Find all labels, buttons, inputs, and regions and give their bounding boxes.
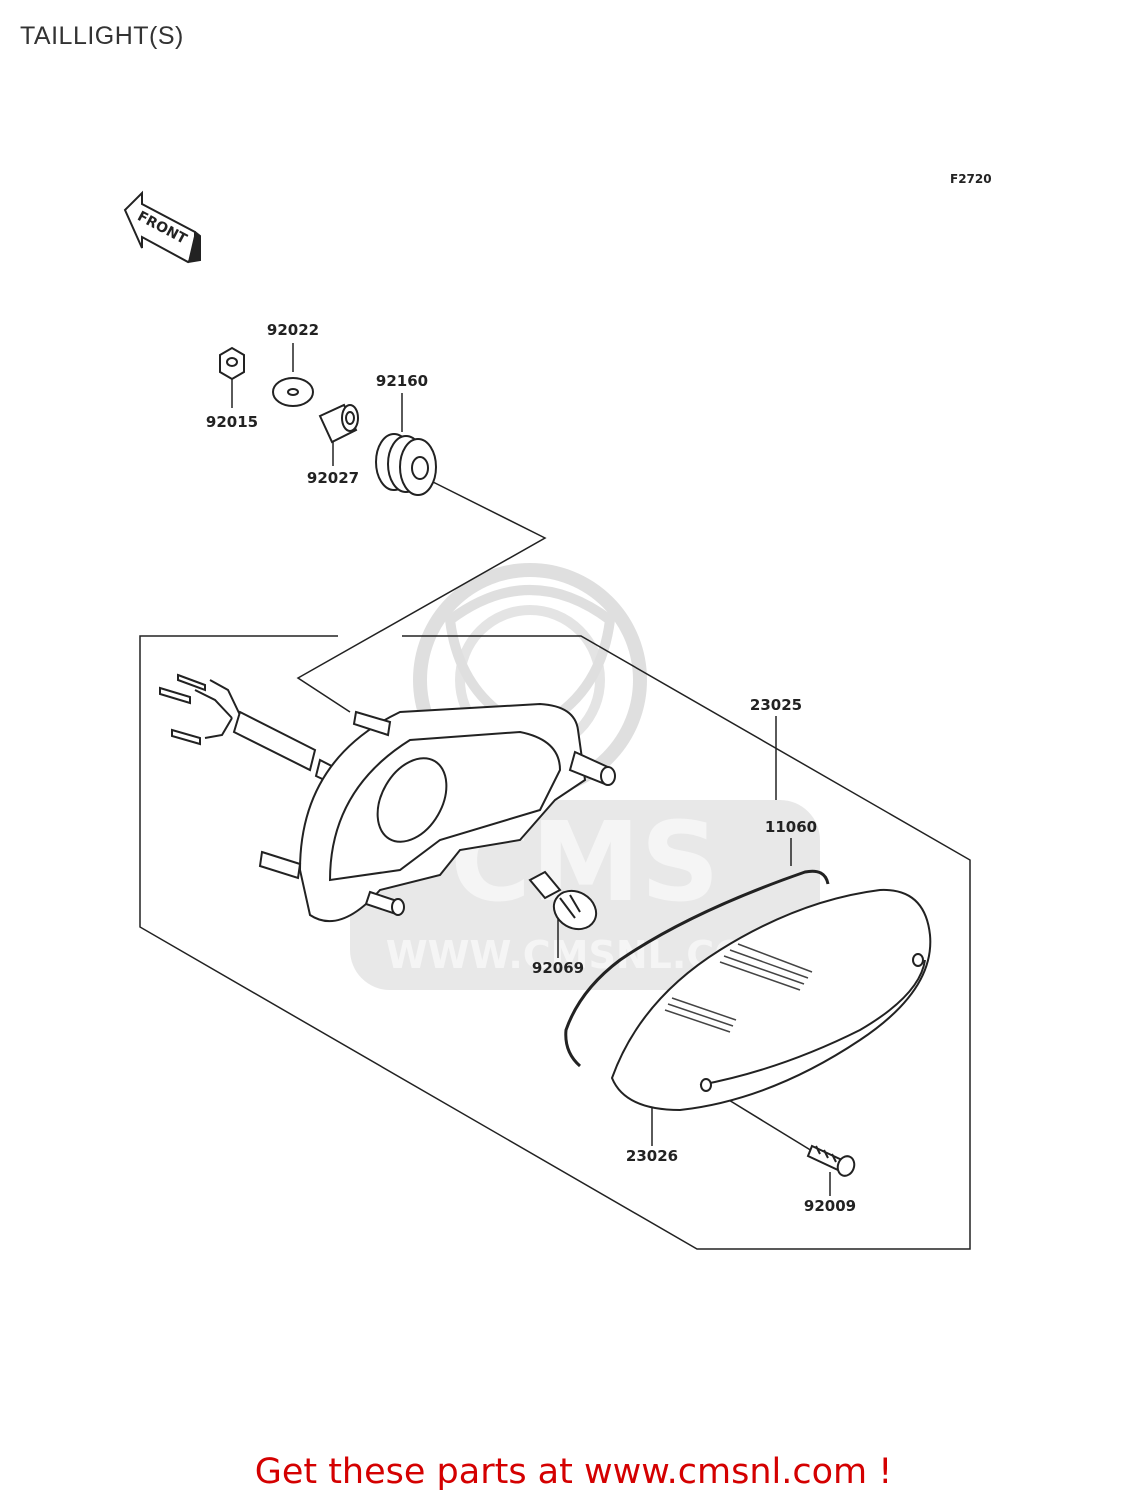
front-direction-arrow: FRONT (123, 190, 201, 264)
figure-code: F2720 (950, 172, 992, 186)
leader-lines (231, 343, 831, 1196)
assembly-frame (139, 635, 971, 1250)
part-92160-grommet-icon (375, 433, 437, 496)
part-23026-lens-icon (610, 888, 932, 1112)
part-92069-bulb-icon (528, 870, 598, 931)
part-label-92027[interactable]: 92027 (306, 469, 360, 487)
part-label-92160[interactable]: 92160 (375, 372, 429, 390)
part-label-92009[interactable]: 92009 (803, 1197, 857, 1215)
page-title: TAILLIGHT(S) (20, 22, 184, 50)
part-92027-collar-icon (318, 403, 359, 444)
part-92022-washer-icon (272, 377, 314, 407)
part-label-23026[interactable]: 23026 (625, 1147, 679, 1165)
part-11060-gasket-icon (564, 869, 830, 1068)
part-label-92022[interactable]: 92022 (266, 321, 320, 339)
part-92015-nut-icon (219, 346, 245, 381)
part-label-92069[interactable]: 92069 (531, 959, 585, 977)
footer-cta-link[interactable]: Get these parts at www.cmsnl.com ! (254, 1452, 893, 1492)
part-label-23025[interactable]: 23025 (749, 696, 803, 714)
part-label-11060[interactable]: 11060 (764, 818, 818, 836)
part-label-92015[interactable]: 92015 (205, 413, 259, 431)
part-23025-taillight-base-icon (159, 673, 616, 923)
part-92009-screw-icon (806, 1144, 856, 1177)
